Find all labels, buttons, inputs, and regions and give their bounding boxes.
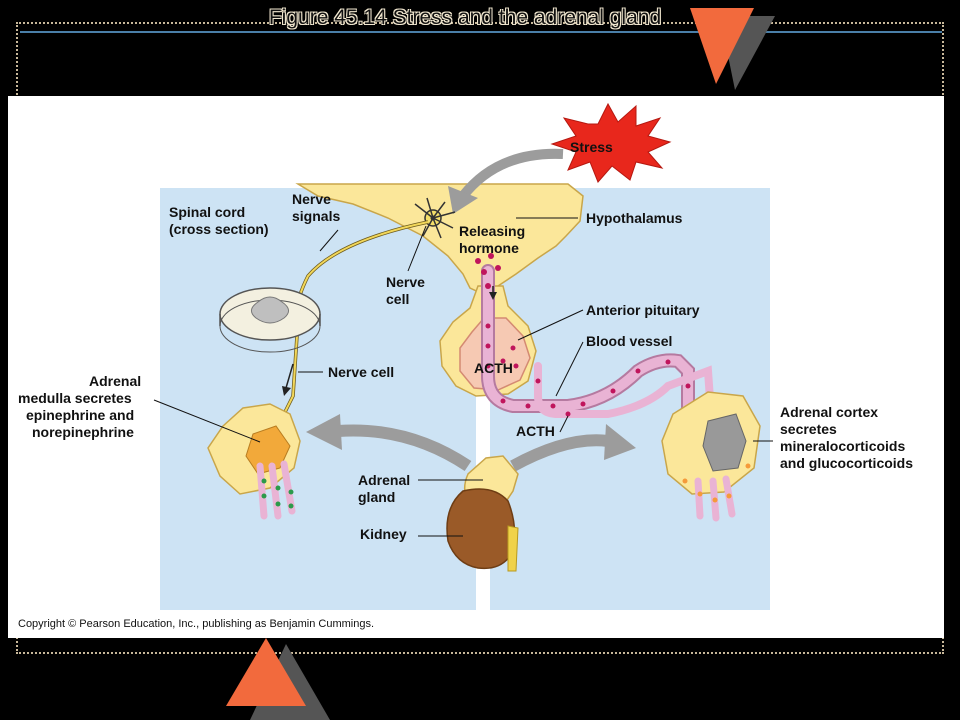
blood-vessel: [483, 266, 693, 446]
adrenal-cortex-label-1: Adrenal cortex: [780, 404, 878, 420]
bottom-triangle-decoration: [226, 638, 330, 720]
nerve-cell-top-label-2: cell: [386, 291, 409, 307]
adrenal-cortex-label-3: mineralocorticoids: [780, 438, 905, 454]
adrenal-gland-label-2: gland: [358, 489, 395, 505]
nerve-arrow-1: [285, 363, 294, 389]
adrenal-medulla-label-4: norepinephrine: [32, 424, 134, 440]
blood-vessel-label: Blood vessel: [586, 333, 672, 349]
adrenal-cortex-label-4: and glucocorticoids: [780, 455, 913, 471]
releasing-hormone-label-2: hormone: [459, 240, 519, 256]
leader-lines: [153, 217, 773, 537]
right-gray-arrowhead: [604, 424, 636, 460]
kidney-label: Kidney: [360, 526, 407, 542]
slide-title: Figure 45.14 Stress and the adrenal glan…: [268, 6, 662, 29]
adrenal-medulla-label-2: medulla secretes: [18, 390, 132, 406]
spinal-cord-label-1: Spinal cord: [169, 204, 245, 220]
nerve-signals-label-1: Nerve: [292, 191, 331, 207]
stress-adrenal-diagram: Stress: [18, 102, 913, 610]
left-gray-arrow: [337, 424, 472, 471]
bottom-triangle-orange: [226, 638, 306, 706]
nerve-signals-label-2: signals: [292, 208, 340, 224]
nerve-cell-top-label-1: Nerve: [386, 274, 425, 290]
stress-arrow: [459, 148, 564, 200]
stress-burst: [550, 102, 672, 183]
right-gray-arrow: [510, 434, 609, 472]
adrenal-gland-label-1: Adrenal: [358, 472, 410, 488]
adrenal-cortex-illustration: [661, 391, 761, 522]
left-panel: [160, 188, 476, 610]
acth-inside-label: ACTH: [474, 360, 513, 376]
adrenal-cortex-label-2: secretes: [780, 421, 837, 437]
adrenal-medulla-label-3: epinephrine and: [26, 407, 134, 423]
nerve-arrowhead-1: [282, 386, 291, 396]
hypothalamus-label: Hypothalamus: [586, 210, 683, 226]
title-rule: [20, 31, 942, 33]
nerve-cell-mid-label: Nerve cell: [328, 364, 394, 380]
releasing-hormone-label-1: Releasing: [459, 223, 525, 239]
adrenal-medulla-illustration: [207, 403, 301, 520]
stress-label: Stress: [570, 139, 613, 155]
figure-area: Stress: [8, 96, 944, 638]
copyright-notice: Copyright © Pearson Education, Inc., pub…: [18, 618, 375, 630]
anterior-pituitary-label: Anterior pituitary: [586, 302, 700, 318]
stress-arrowhead: [448, 186, 478, 214]
spinal-cord-cross-section: [219, 287, 321, 353]
acth-below-label: ACTH: [516, 423, 555, 439]
kidney-and-adrenal-illustration: [446, 455, 519, 572]
left-gray-arrowhead: [306, 414, 342, 450]
spinal-cord-label-2: (cross section): [169, 221, 269, 237]
adrenal-medulla-label-1: Adrenal: [89, 373, 141, 389]
top-triangle-decoration: [690, 8, 775, 90]
hormone-arrowhead: [489, 292, 497, 300]
nerve-cell-neuron: [414, 197, 456, 239]
blood-vessel-branch: [534, 362, 717, 445]
top-triangle-orange: [690, 8, 754, 84]
